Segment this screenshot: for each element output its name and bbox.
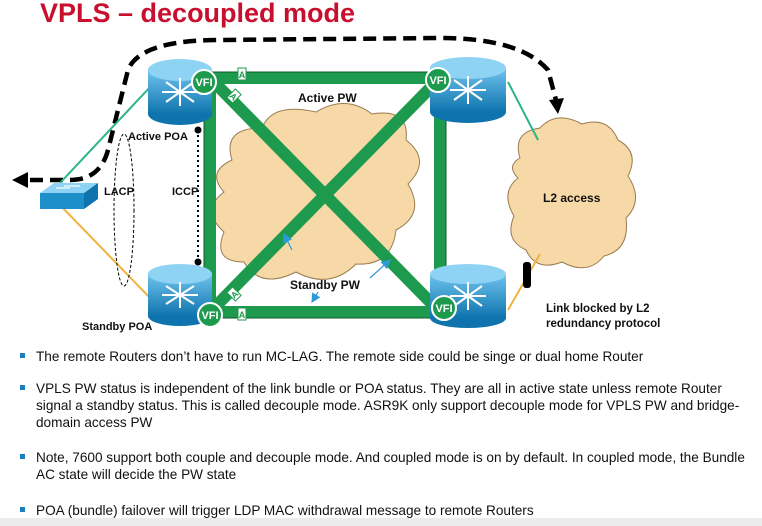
standby-pw-arrows [283,232,391,304]
blocked-link-marker [523,262,531,288]
access-link-active [59,84,153,184]
active-marker: A [237,307,247,321]
bullet-text: Note, 7600 support both couple and decou… [36,450,745,482]
arrowhead-down-icon [549,98,564,114]
slide-title: VPLS – decoupled mode [40,0,356,28]
active-marker: A [237,67,247,81]
access-link-standby [59,204,153,301]
active-marker: A [226,88,242,104]
bullet-item: Note, 7600 support both couple and decou… [20,449,750,483]
active-poa-label: Active POA [128,131,188,143]
arrowhead-left-icon [12,172,28,188]
vfi-badge: VFI [197,302,223,328]
svg-text:VFI: VFI [201,310,218,322]
switch-icon [40,183,98,209]
l2-access-label: L2 access [543,191,601,205]
bullet-text: VPLS PW status is independent of the lin… [36,381,740,430]
standby-pw-label: Standby PW [290,278,361,292]
svg-text:VFI: VFI [195,77,212,89]
bullet-square-icon [20,385,25,390]
standby-poa-label: Standby POA [82,321,152,333]
vpls-diagram: VFI VFI VFI VFI A A A A Active PW Standb… [12,35,660,333]
bullet-text: POA (bundle) failover will trigger LDP M… [36,503,534,518]
iccp-label: ICCP [172,186,198,198]
bullet-item: VPLS PW status is independent of the lin… [20,380,750,431]
lacp-label: LACP [104,186,134,198]
mac-withdraw-path [30,35,559,183]
vfi-badge: VFI [425,67,451,93]
svg-text:VFI: VFI [435,303,452,315]
router-icon [430,264,506,328]
bullet-square-icon [20,353,25,358]
vfi-badge: VFI [191,69,217,95]
link-blocked-label-line1: Link blocked by L2 [546,303,650,315]
bullet-item: The remote Routers don’t have to run MC-… [20,348,750,365]
lacp-bundle-ellipse [113,133,135,287]
slide-footer-bar [0,518,762,526]
l2-link-top [507,81,539,141]
pseudowire-mesh [201,69,449,321]
svg-text:A: A [239,70,246,80]
active-pw-label: Active PW [298,91,357,105]
router-icon [148,59,212,125]
vfi-badge: VFI [431,295,457,321]
bullet-square-icon [20,507,25,512]
bullet-text: The remote Routers don’t have to run MC-… [36,349,644,364]
svg-text:A: A [239,310,246,320]
bullet-square-icon [20,454,25,459]
active-marker: A [226,286,242,302]
svg-text:VFI: VFI [429,75,446,87]
l2-access-cloud-icon [507,117,636,269]
link-blocked-label-line2: redundancy protocol [546,318,660,330]
bullet-item: POA (bundle) failover will trigger LDP M… [20,502,750,519]
